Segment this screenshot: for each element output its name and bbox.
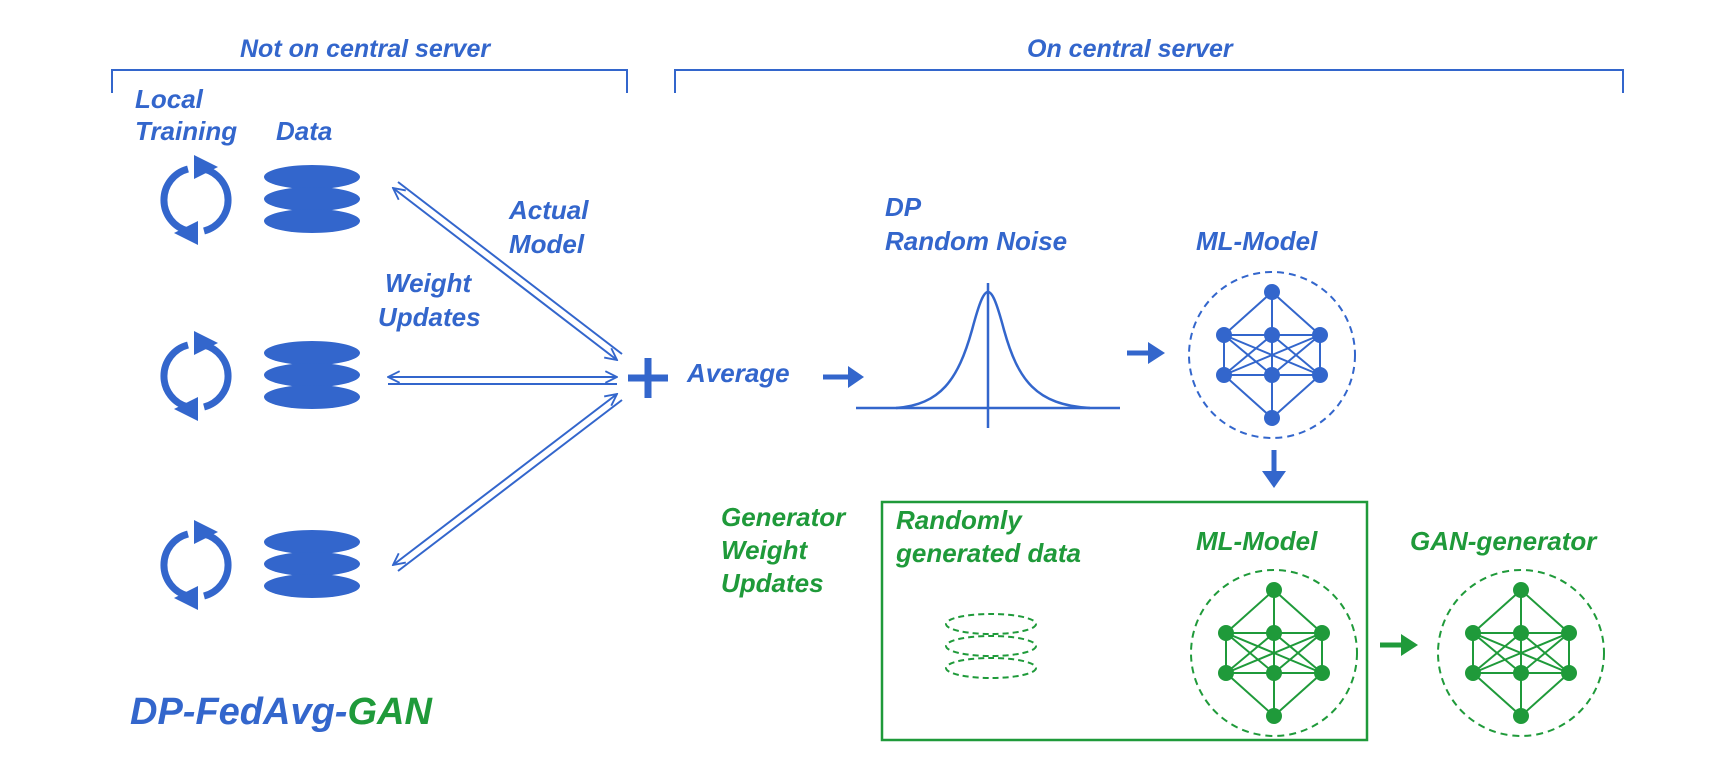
arrow-icon [1380,634,1418,656]
refresh-cycle-icon [160,520,232,610]
generator-weight-updates-label-line3: Updates [721,568,824,598]
on-central-server-label: On central server [1027,35,1233,63]
database-icon [264,530,360,598]
arrow-icon [823,366,864,388]
generator-weight-updates-label-line2: Weight [721,535,808,565]
average-label: Average [687,358,790,388]
bracket-on-server [674,69,1624,93]
ml-model-label-bottom: ML-Model [1196,526,1318,556]
dashed-database-icon [945,613,1037,679]
refresh-cycle-icon [160,331,232,421]
gaussian-curve-icon [856,283,1120,428]
randomly-generated-data-label-line1: Randomly [896,505,1022,535]
refresh-cycle-icon [160,155,232,245]
neural-network-icon [1188,271,1356,439]
database-icon [264,165,360,233]
dp-label-line2: Random Noise [885,226,1068,256]
local-training-label-line2: Training [135,116,238,146]
gan-generator-label: GAN-generator [1410,526,1597,556]
neural-network-icon [1437,569,1605,737]
data-label: Data [276,116,333,146]
not-on-central-server-label: Not on central server [240,35,491,63]
arrow-icon [1127,342,1165,364]
ml-model-label-top: ML-Model [1196,226,1318,256]
randomly-generated-data-label-line2: generated data [896,538,1081,568]
arrow-icon [1262,450,1286,488]
bracket-not-on-server [111,69,628,93]
generator-weight-updates-label-line1: Generator [721,502,846,532]
plus-icon [628,358,668,398]
title-part-dp-fedavg: DP-FedAvg- [130,691,348,733]
dp-label-line1: DP [885,192,922,222]
database-icon [264,341,360,409]
diagram-title: DP-FedAvg-GAN [130,690,432,736]
generator-box [880,500,1369,742]
title-part-gan: GAN [347,691,432,733]
local-training-label-line1: Local [135,84,203,114]
neural-network-icon [1190,569,1358,737]
model-exchange-arrows [388,181,623,572]
